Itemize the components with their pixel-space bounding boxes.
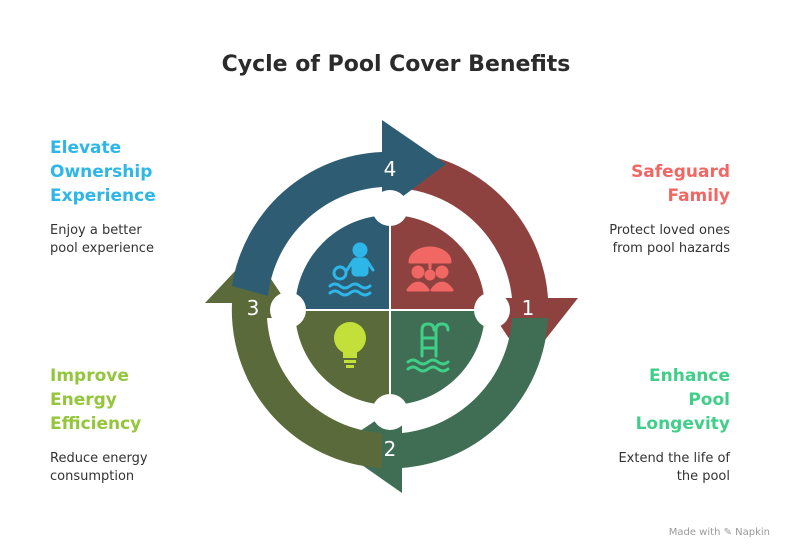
step-3-text: Improve Energy Efficiency Reduce energy … <box>50 364 250 486</box>
step-number-4: 4 <box>384 157 397 181</box>
quadrant-energy <box>295 310 390 405</box>
step-2-description: Extend the life of the pool <box>618 451 730 484</box>
made-with-napkin-footer: Made with ✎ Napkin <box>668 527 770 538</box>
step-4-text: Elevate Ownership Experience Enjoy a bet… <box>50 136 250 258</box>
pool-ladder-icon <box>406 322 450 373</box>
quadrant-longevity <box>390 310 485 405</box>
step-4-description: Enjoy a better pool experience <box>50 223 154 256</box>
arrow-segment-2 <box>336 318 548 493</box>
family-umbrella-icon <box>406 246 454 292</box>
arrow-segment-1 <box>396 154 578 364</box>
center-disc <box>295 215 485 405</box>
step-number-3: 3 <box>247 296 260 320</box>
step-2-heading: Enhance Pool Longevity <box>635 366 730 434</box>
step-number-2: 2 <box>384 437 397 461</box>
arrow-segment-4 <box>232 120 446 296</box>
swimmer-icon <box>328 242 375 297</box>
step-number-1: 1 <box>522 296 535 320</box>
step-1-description: Protect loved ones from pool hazards <box>609 223 730 256</box>
step-1-heading: Safeguard Family <box>631 162 730 206</box>
page-title: Cycle of Pool Cover Benefits <box>221 52 571 77</box>
step-4-heading: Elevate Ownership Experience <box>50 138 156 206</box>
lightbulb-icon <box>334 322 366 368</box>
quadrant-experience <box>295 215 390 310</box>
step-2-text: Enhance Pool Longevity Extend the life o… <box>530 364 730 486</box>
step-3-heading: Improve Energy Efficiency <box>50 366 142 434</box>
step-3-description: Reduce energy consumption <box>50 451 148 484</box>
arrow-segment-3 <box>205 252 382 468</box>
step-1-text: Safeguard Family Protect loved ones from… <box>530 160 730 258</box>
